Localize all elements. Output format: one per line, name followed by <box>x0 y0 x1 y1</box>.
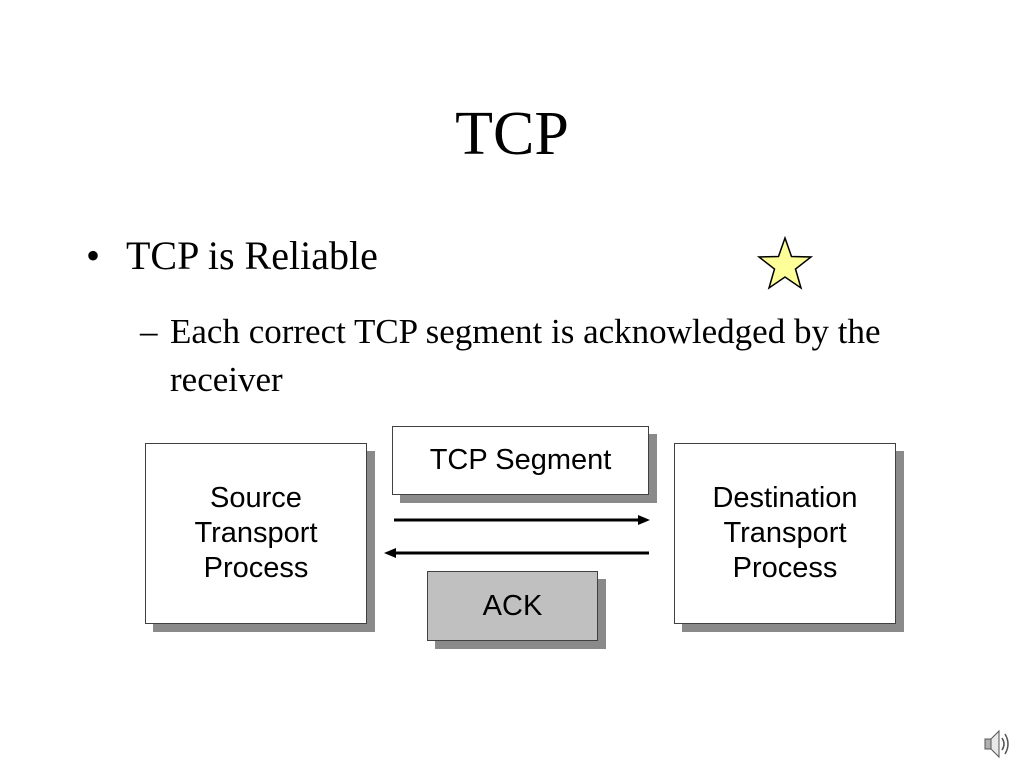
speaker-icon[interactable] <box>982 726 1012 762</box>
sub-bullet-dash: – <box>140 312 158 351</box>
source-line-3: Process <box>203 552 309 584</box>
tcp-segment-box: TCP Segment <box>392 426 649 495</box>
return-arrow <box>384 548 649 558</box>
tcp-segment-label: TCP Segment <box>429 444 612 476</box>
sub-bullet-item: – Each correct TCP segment is acknowledg… <box>140 308 940 404</box>
destination-line-1: Destination <box>712 482 858 514</box>
source-process-box: Source Transport Process <box>145 443 367 624</box>
sub-bullet-text: Each correct TCP segment is acknowledged… <box>170 312 881 399</box>
destination-process-box: Destination Transport Process <box>674 443 896 624</box>
ack-box: ACK <box>427 571 598 641</box>
slide-title: TCP <box>455 100 569 168</box>
source-line-1: Source <box>210 482 302 514</box>
bullet-item: • TCP is Reliable <box>86 232 378 280</box>
bullet-mark: • <box>86 233 101 278</box>
destination-line-3: Process <box>732 552 838 584</box>
forward-arrow <box>394 515 650 525</box>
ack-label: ACK <box>482 589 543 622</box>
destination-line-2: Transport <box>723 517 847 549</box>
bullet-text: TCP is Reliable <box>126 233 378 278</box>
source-line-2: Transport <box>194 517 318 549</box>
star-icon <box>756 236 814 290</box>
